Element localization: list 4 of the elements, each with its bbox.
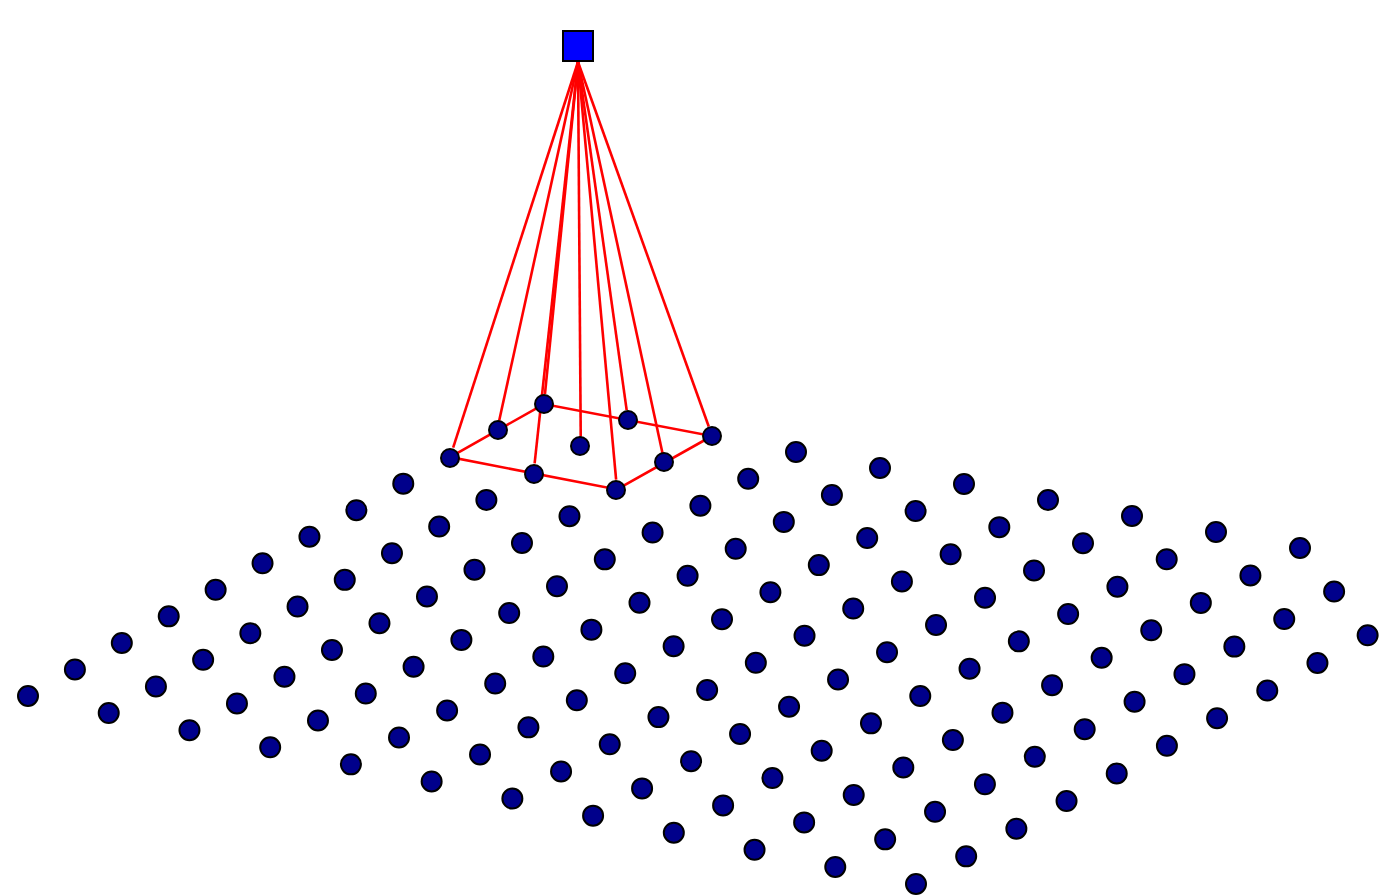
connector-line: [576, 61, 710, 427]
output-square: [562, 30, 594, 62]
connector-line: [576, 61, 664, 454]
connector-line: [451, 61, 580, 448]
